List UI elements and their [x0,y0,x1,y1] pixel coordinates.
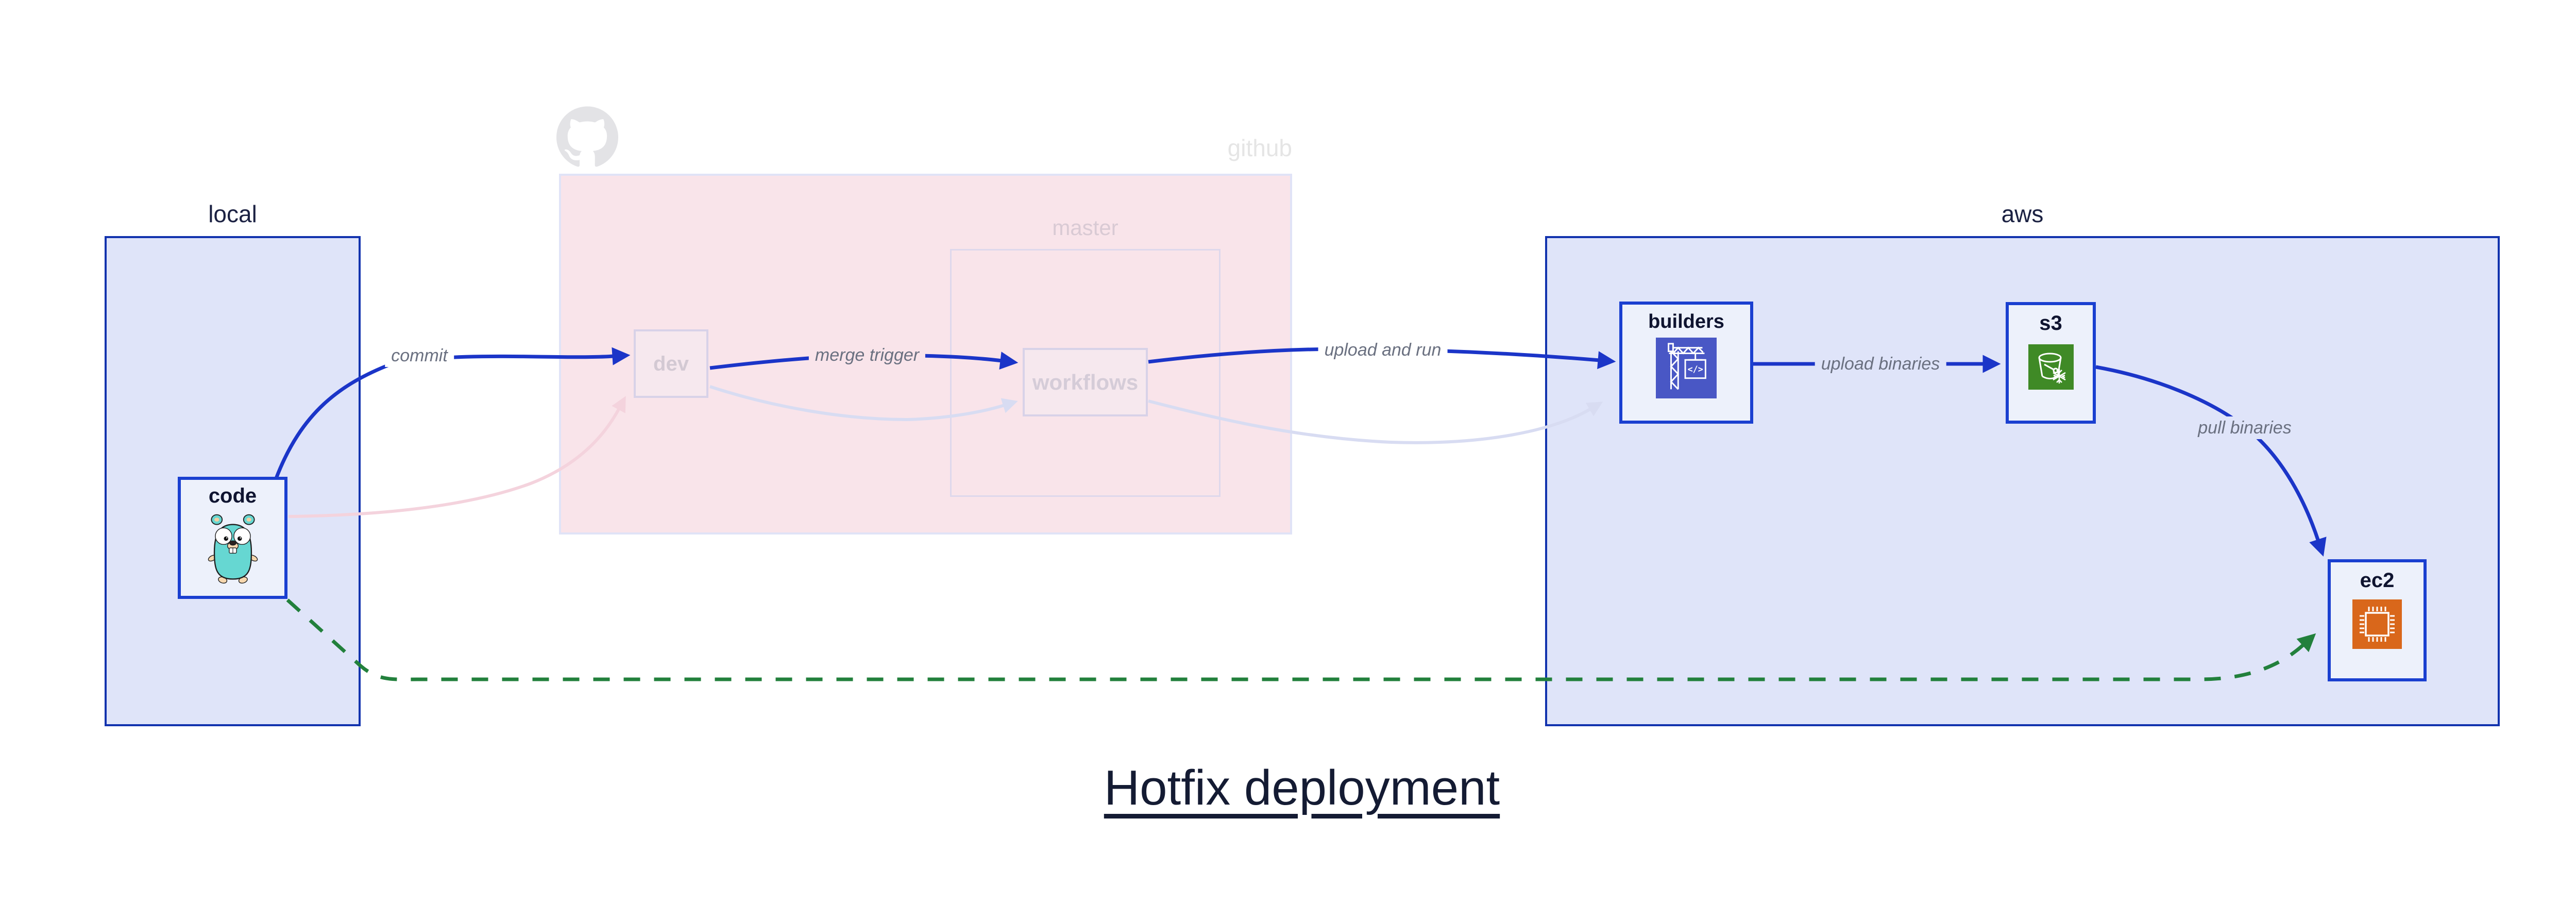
edge-label-pull-binaries: pull binaries [2192,416,2298,439]
node-builders-label: builders [1648,311,1724,332]
node-workflows-label: workflows [1032,370,1139,394]
node-code-label: code [208,485,257,507]
diagram-title: Hotfix deployment [1104,760,1500,815]
group-aws-label: aws [2001,201,2044,227]
node-s3: s3 [2006,302,2096,424]
edge-hotfix-direct [286,598,2316,681]
edge-faded-upload [1148,399,1603,444]
go-gopher-icon [208,514,258,584]
node-dev: dev [634,329,708,398]
edge-pull-binaries [2095,365,2327,557]
node-ec2-label: ec2 [2360,569,2395,592]
edge-faded-merge [709,385,1018,422]
group-local-label: local [208,201,257,227]
edge-label-commit: commit [385,344,454,367]
edge-label-upload-and-run: upload and run [1318,339,1448,361]
group-master-label: master [1052,215,1118,240]
svg-text:</>: </> [1688,364,1703,374]
node-ec2: ec2 [2328,559,2427,681]
github-octocat-icon [556,106,618,167]
node-dev-label: dev [653,352,689,375]
node-s3-label: s3 [2039,312,2062,335]
codebuild-crane-icon: </> [1656,338,1717,398]
edge-label-upload-binaries: upload binaries [1815,353,1946,375]
node-workflows: workflows [1023,348,1148,416]
group-github-label: github [1227,135,1292,161]
group-master [950,249,1221,497]
edge-faded-commit [288,396,626,518]
node-code: code [178,477,287,599]
edge-commit [274,347,631,479]
s3-bucket-snowflake-icon [2028,344,2074,390]
edge-label-merge-trigger: merge trigger [808,344,926,366]
node-builders: builders </> [1619,302,1753,424]
ec2-chip-icon [2352,599,2402,649]
